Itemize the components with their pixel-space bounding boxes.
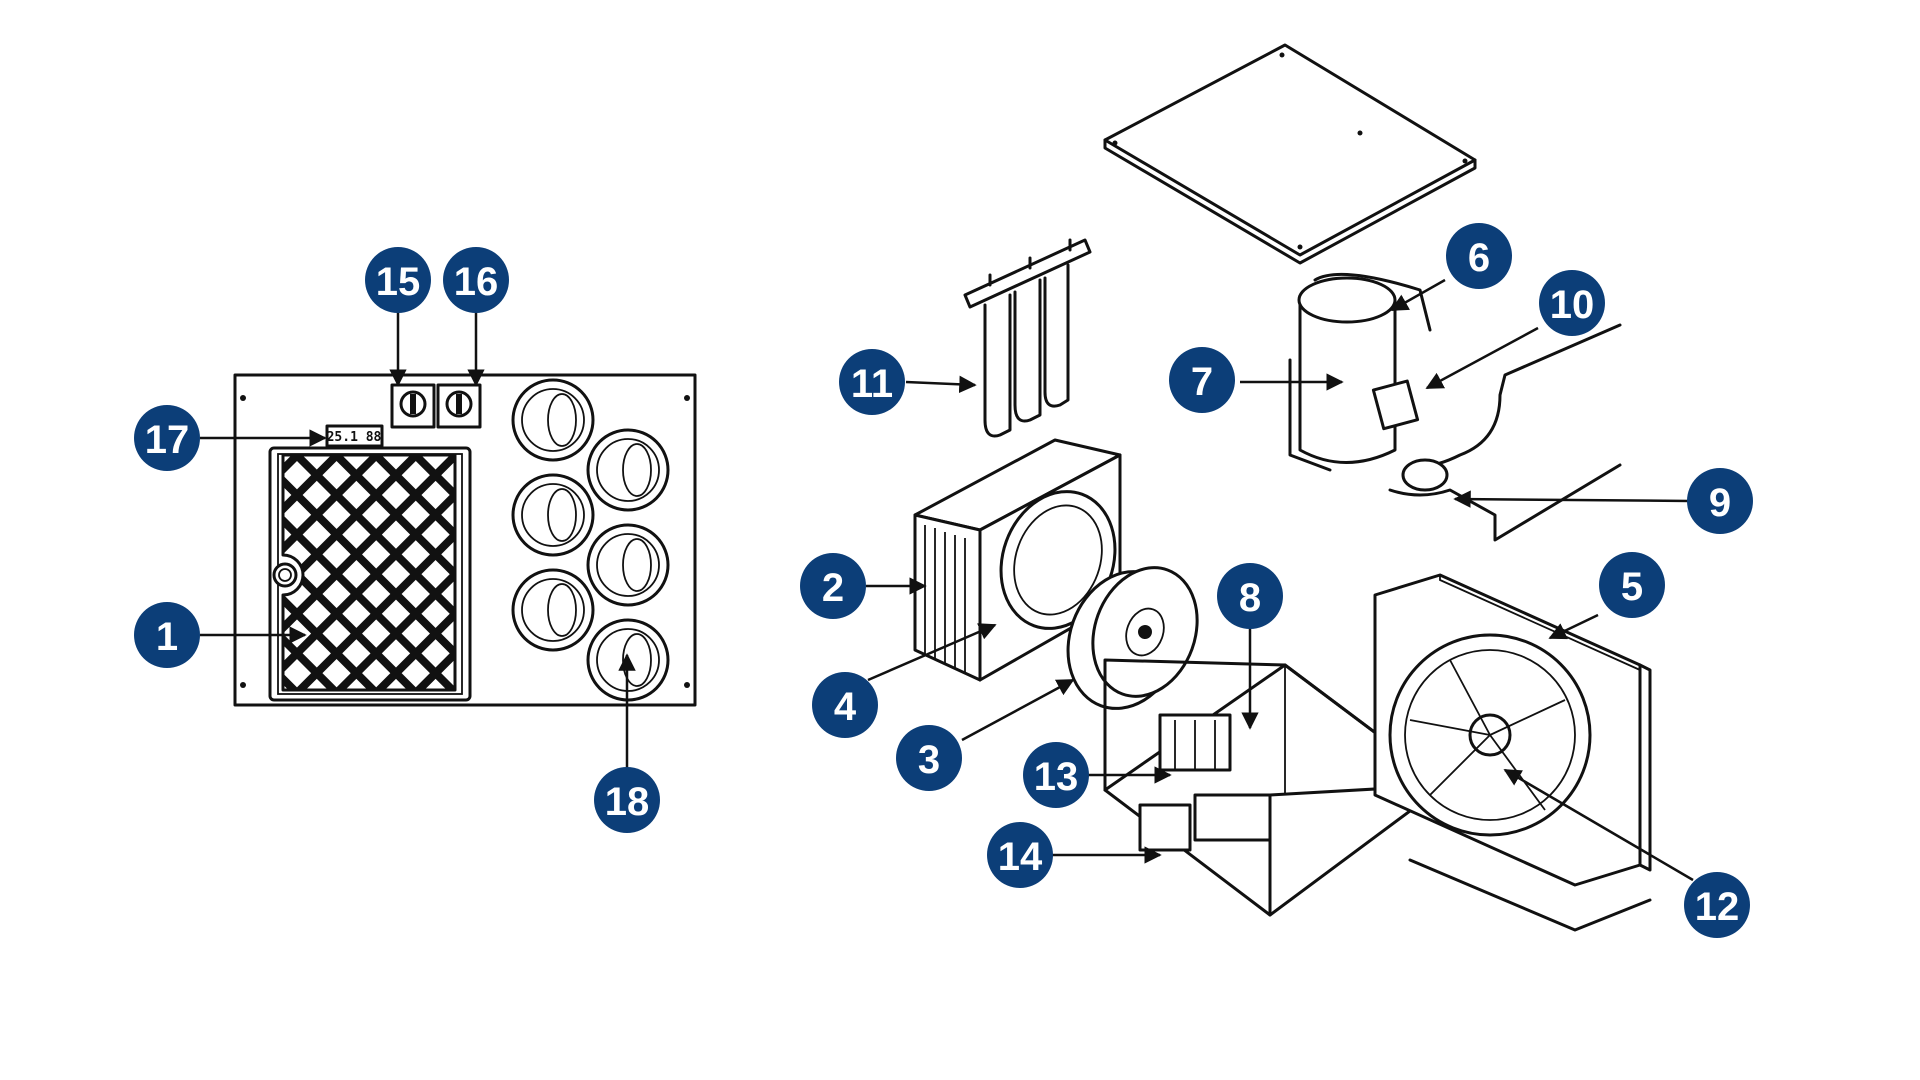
callout-15-label: 15 [376,260,421,304]
callout-18-label: 18 [605,780,650,824]
heating-element [963,238,1092,438]
callout-9-label: 9 [1709,481,1731,525]
callout-6-label: 6 [1468,236,1490,280]
compressor-assembly [1288,272,1622,542]
top-cover-panel [1103,43,1477,265]
callout-7-label: 7 [1191,360,1213,404]
callout-10: 10 [1539,270,1605,336]
callout-5: 5 [1599,552,1665,618]
callout-15: 15 [365,247,431,313]
callout-14-label: 14 [998,835,1043,879]
callout-11-label: 11 [851,362,893,406]
duct-outlet [586,523,670,607]
callout-12-label: 12 [1695,885,1740,929]
callout-5-label: 5 [1621,565,1643,609]
callout-13: 13 [1023,742,1089,808]
callout-7: 7 [1169,347,1235,413]
callout-3: 3 [896,725,962,791]
selector-knob-16 [436,383,482,429]
callout-6: 6 [1446,223,1512,289]
air-filter-grille [268,446,472,702]
selector-knob-15 [390,383,436,429]
callout-3-label: 3 [918,738,940,782]
display-readout: 25.1 88 [327,430,382,445]
callout-17-label: 17 [145,418,190,462]
callout-13-label: 13 [1034,755,1079,799]
callout-17: 17 [134,405,200,471]
callout-18: 18 [594,767,660,833]
duct-outlet [586,428,670,512]
callout-4: 4 [812,672,878,738]
callout-12: 12 [1684,872,1750,938]
callout-11: 11 [839,349,905,415]
callout-16: 16 [443,247,509,313]
callout-14: 14 [987,822,1053,888]
callout-1: 1 [134,602,200,668]
digital-display: 25.1 88 [325,424,384,448]
callout-2-label: 2 [822,566,844,610]
callout-9: 9 [1687,468,1753,534]
front-panel: 25.1 88 [233,373,697,707]
callout-8-label: 8 [1239,576,1261,620]
condenser-fan-unit [1373,573,1652,932]
callout-2: 2 [800,553,866,619]
blower-wheel [1066,566,1199,710]
callout-8: 8 [1217,563,1283,629]
duct-outlet [511,378,595,462]
callout-4-label: 4 [834,685,857,729]
callout-10-label: 10 [1550,283,1595,327]
duct-outlet [511,568,595,652]
duct-outlet [511,473,595,557]
leader-lines [200,278,1694,882]
callout-1-label: 1 [156,615,178,659]
callout-16-label: 16 [454,260,499,304]
